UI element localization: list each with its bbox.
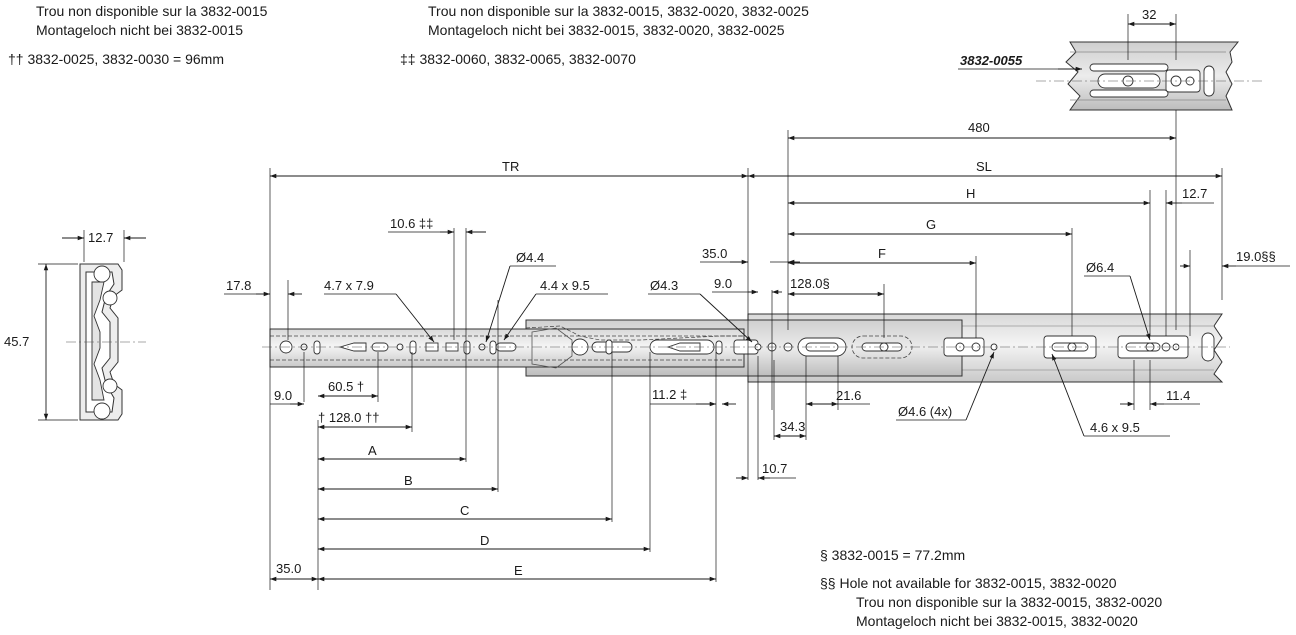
note-top-left: Trou non disponible sur la 3832-0015 Mon… [36,2,267,40]
dim-4-4x9-5: 4.4 x 9.5 [540,278,590,293]
dim-diam-4-4: Ø4.4 [516,250,544,265]
dim-b: B [404,473,413,488]
dim-4-7x7-9: 4.7 x 7.9 [324,278,374,293]
dim-12-7-right: 12.7 [1182,186,1207,201]
dim-10-6: 10.6 ‡‡ [390,216,433,231]
cross-width-label: 12.7 [88,230,113,245]
dim-g: G [926,217,936,232]
note-line: Trou non disponible sur la 3832-0015, 38… [856,594,1163,610]
dim-9-0-left: 9.0 [274,388,292,403]
cross-height-label: 45.7 [4,334,29,349]
dim-h: H [966,186,975,201]
dim-128-0-section: 128.0§ [790,276,830,291]
dim-35-0-top: 35.0 [702,246,727,261]
detail-view [1036,14,1262,111]
note-section: § 3832-0015 = 77.2mm [820,547,966,563]
cross-section [38,230,146,421]
dim-10-7: 10.7 [762,461,787,476]
dim-11-4: 11.4 [1166,388,1190,403]
note-line: Trou non disponible sur la 3832-0015, 38… [428,3,809,19]
dim-tr: TR [502,159,519,174]
dim-4-6x9-5: 4.6 x 9.5 [1090,420,1140,435]
dim-sl: SL [976,159,992,174]
dim-21-6: 21.6 [836,388,861,403]
note-double-dagger: †† 3832-0025, 3832-0030 = 96mm [8,51,224,67]
dimensions [224,110,1290,590]
note-double-ddagger: ‡‡ 3832-0060, 3832-0065, 3832-0070 [400,51,636,67]
dim-480: 480 [968,120,990,135]
dim-60-5: 60.5 † [328,379,364,394]
note-line: Montageloch nicht bei 3832-0015, 3832-00… [428,22,785,38]
dim-34-3: 34.3 [780,419,805,434]
note-line: Montageloch nicht bei 3832-0015 [36,22,244,38]
dim-11-2: 11.2 ‡ [652,387,687,402]
note-line: Montageloch nicht bei 3832-0015, 3832-00… [856,613,1138,629]
note-double-section: §§ Hole not available for 3832-0015, 383… [820,574,1162,631]
dim-17-8: 17.8 [226,278,251,293]
dim-c: C [460,503,469,518]
dim-diam-4-3: Ø4.3 [650,278,678,293]
detail-pitch-label: 32 [1142,7,1156,22]
dim-9-0-top: 9.0 [714,276,732,291]
dim-d: D [480,533,489,548]
detail-part-label: 3832-0055 [960,53,1023,68]
dim-19-0: 19.0§§ [1236,249,1276,264]
dim-128-0: † 128.0 †† [318,410,379,425]
dim-35-0-bottom: 35.0 [276,561,301,576]
dim-diam-4-6: Ø4.6 (4x) [898,404,952,419]
dim-f: F [878,246,886,261]
dim-a: A [368,443,377,458]
note-line: Trou non disponible sur la 3832-0015 [36,3,268,19]
note-top-middle: Trou non disponible sur la 3832-0015, 38… [428,2,809,40]
slide-rail [262,313,1230,383]
dim-e: E [514,563,523,578]
dim-diam-6-4: Ø6.4 [1086,260,1114,275]
note-line: §§ Hole not available for 3832-0015, 383… [820,575,1117,591]
